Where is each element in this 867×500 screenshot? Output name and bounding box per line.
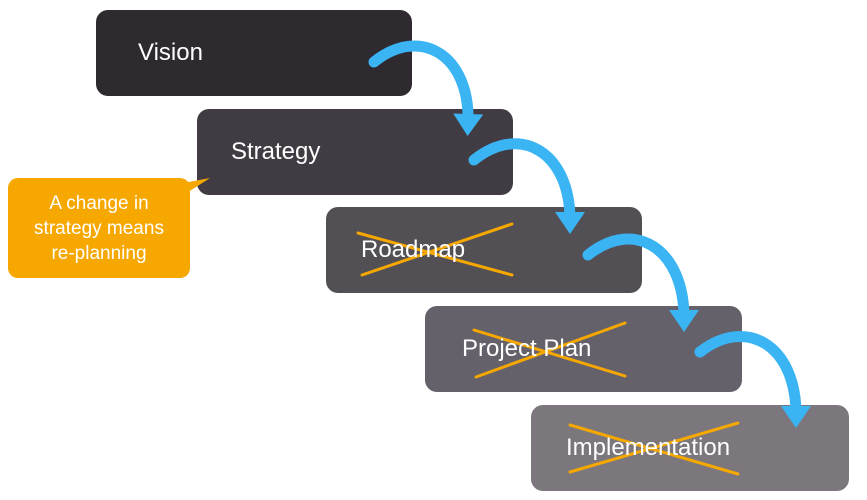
step-label: Roadmap [361, 236, 466, 263]
step-roadmap: Roadmap [326, 207, 642, 293]
step-implementation: Implementation [531, 405, 849, 491]
callout-text: A change in strategy means re-planning [34, 192, 164, 264]
step-label: Strategy [231, 138, 321, 165]
step-label: Vision [138, 39, 203, 66]
step-project-plan: Project Plan [425, 306, 742, 392]
step-label: Implementation [566, 434, 731, 461]
step-label: Project Plan [462, 335, 592, 362]
step-vision: Vision [96, 10, 412, 96]
step-strategy: Strategy [197, 109, 513, 195]
callout-note: A change in strategy means re-planning [8, 178, 190, 278]
